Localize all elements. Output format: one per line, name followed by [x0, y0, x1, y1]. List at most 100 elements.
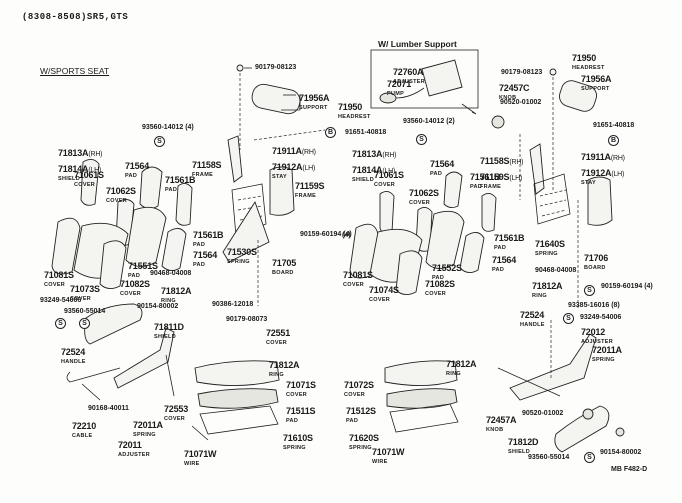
part-93249-54006-right[interactable]: 93249-54006: [580, 314, 622, 321]
part-90179-08123[interactable]: 90179-08123: [255, 64, 297, 71]
part-93560-14012-left[interactable]: 93560-14012 (4): [142, 124, 194, 131]
s-symbol-icon: S: [563, 313, 574, 324]
part-90386-12018[interactable]: 90386-12018: [212, 301, 254, 308]
part-90154-80002-right[interactable]: 90154-80002: [600, 449, 642, 456]
part-71911A-71912A-stay-left[interactable]: 71911A(RH) 71912A(LH) STAY: [272, 146, 316, 180]
frame-right-71159S: [269, 166, 295, 216]
s-symbol-icon: S: [584, 285, 595, 296]
part-90468-04008-right[interactable]: 90468-04008: [535, 267, 577, 274]
part-90520-01002-right-b[interactable]: 90520-01002: [522, 410, 564, 417]
part-90168-40011[interactable]: 90168-40011: [88, 405, 129, 412]
part-71911A-71912A-stay-right[interactable]: 71911A(RH) 71912A(LH) STAY: [581, 152, 625, 186]
s-symbol-icon: S: [416, 134, 427, 145]
part-93249-54006-left[interactable]: 93249-54006: [40, 297, 82, 304]
part-71813A-71814A-shield-right[interactable]: 71813A(RH) 71814A(LH) SHIELD: [352, 149, 397, 183]
part-90154-80002-left[interactable]: 90154-80002: [137, 303, 179, 310]
lumbar-inset-frame: [370, 49, 479, 109]
part-90520-01002-right-a[interactable]: 90520-01002: [500, 99, 542, 106]
part-90159-60194-left[interactable]: 90159-60194 (4): [300, 231, 352, 238]
part-71158S-71159S-frame-right[interactable]: 71158S(RH) 71159S(LH) FRAME: [480, 156, 524, 190]
headrest-right: [559, 80, 597, 112]
pad-71512S: [386, 388, 458, 409]
part-90179-08073[interactable]: 90179-08073: [226, 316, 268, 323]
part-91651-40818-right[interactable]: 91651-40818: [593, 122, 635, 129]
cover-71081S: [51, 217, 81, 275]
part-90179-08123-right[interactable]: 90179-08123: [501, 69, 543, 76]
part-93560-55014-right[interactable]: 93560-55014: [528, 454, 570, 461]
part-91651-40818-left[interactable]: 91651-40818: [345, 129, 387, 136]
part-90159-60194-right[interactable]: 90159-60194 (4): [601, 283, 653, 290]
part-93560-55014-left[interactable]: 93560-55014: [64, 308, 106, 315]
part-90468-04008-left[interactable]: 90468-04008: [150, 270, 192, 277]
part-71813A-71814A-shield-left[interactable]: 71813A(RH) 71814A(LH) SHIELD: [58, 148, 103, 182]
adjuster-72011: [113, 327, 175, 389]
s-symbol-icon: S: [584, 452, 595, 463]
part-93560-14012-right[interactable]: 93560-14012 (2): [403, 118, 455, 125]
b-symbol-icon: B: [325, 127, 336, 138]
s-symbol-icon: S: [55, 318, 66, 329]
frame-left-71158S: [227, 135, 243, 183]
pad-71561B-side: [175, 183, 193, 226]
part-93385-16016[interactable]: 93385-16016 (8): [568, 302, 620, 309]
pad-71561B-top: [139, 166, 163, 209]
